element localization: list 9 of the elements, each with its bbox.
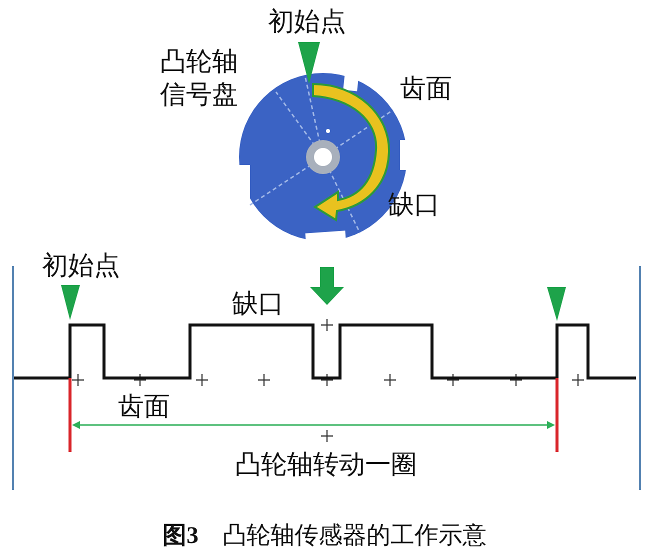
marker-label: 初始点 — [268, 6, 346, 38]
notch-label: 缺口 — [388, 189, 440, 221]
tooth-label: 齿面 — [400, 73, 452, 105]
figure-caption: 图3 凸轮轴传感器的工作示意 — [162, 523, 486, 549]
notch-label: 缺口 — [232, 288, 284, 320]
marker-label: 初始点 — [42, 250, 120, 282]
disc-label: 凸轮轴信号盘 — [160, 46, 239, 111]
tooth-label: 齿面 — [118, 391, 170, 423]
rotation-label: 凸轮轴转动一圈 — [235, 449, 417, 481]
